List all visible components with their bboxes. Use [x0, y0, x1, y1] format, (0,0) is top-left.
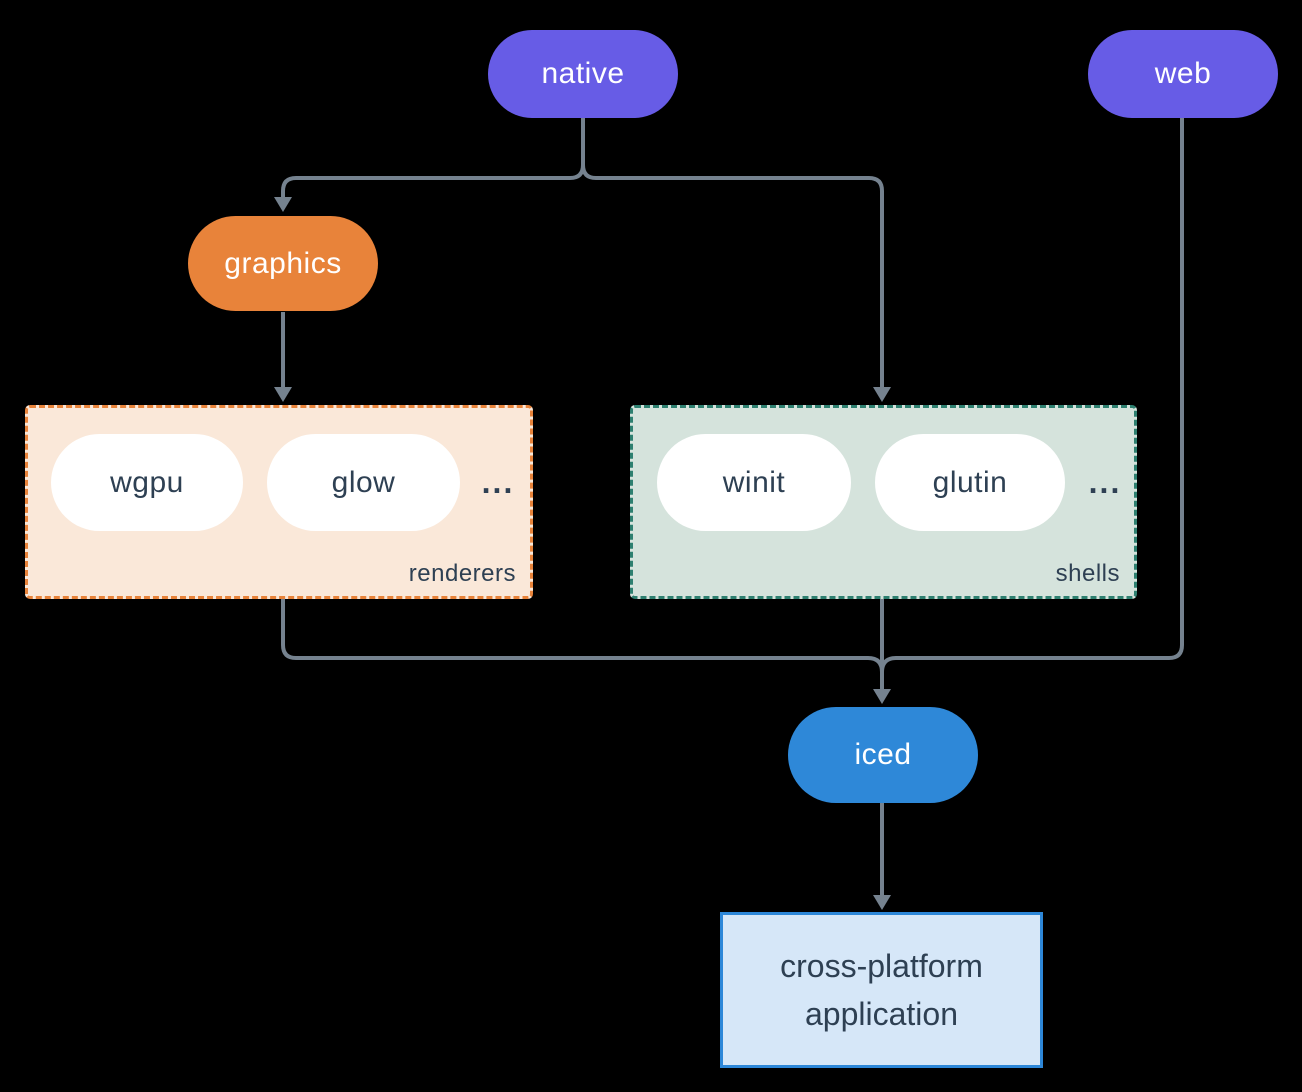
node-wgpu-label: wgpu	[110, 465, 184, 499]
arrowhead-graphics	[274, 197, 292, 212]
arrowhead-application	[873, 895, 891, 910]
edge-native-to-graphics	[281, 164, 585, 198]
node-application-label-line1: cross-platform	[780, 948, 983, 984]
arrowhead-shells	[873, 387, 891, 402]
node-iced: iced	[788, 707, 978, 803]
shells-ellipsis: ...	[1088, 464, 1122, 500]
node-web: web	[1088, 30, 1278, 118]
node-iced-label: iced	[854, 738, 912, 771]
node-glutin-label: glutin	[932, 465, 1008, 499]
node-wgpu: wgpu	[51, 434, 243, 531]
node-native: native	[488, 30, 678, 118]
node-glutin: glutin	[875, 434, 1065, 531]
edge-native-to-shells	[581, 164, 884, 388]
node-web-label: web	[1154, 57, 1212, 90]
group-renderers-label: renderers	[408, 560, 516, 587]
edge-renderers-to-iced	[281, 599, 884, 673]
node-application: cross-platform application	[720, 912, 1043, 1068]
node-glow-label: glow	[331, 465, 396, 499]
group-renderers: wgpu glow ... renderers	[25, 405, 533, 599]
node-graphics-label: graphics	[224, 246, 342, 280]
renderers-ellipsis: ...	[481, 464, 515, 500]
arrowhead-iced	[873, 689, 891, 704]
group-shells: winit glutin ... shells	[630, 405, 1137, 599]
node-application-label-line2: application	[805, 996, 958, 1032]
node-native-label: native	[541, 57, 625, 90]
node-winit: winit	[657, 434, 851, 531]
arrowhead-renderers	[274, 387, 292, 402]
node-winit-label: winit	[722, 465, 786, 499]
node-glow: glow	[267, 434, 460, 531]
group-shells-label: shells	[1055, 560, 1120, 587]
node-graphics: graphics	[188, 216, 378, 311]
